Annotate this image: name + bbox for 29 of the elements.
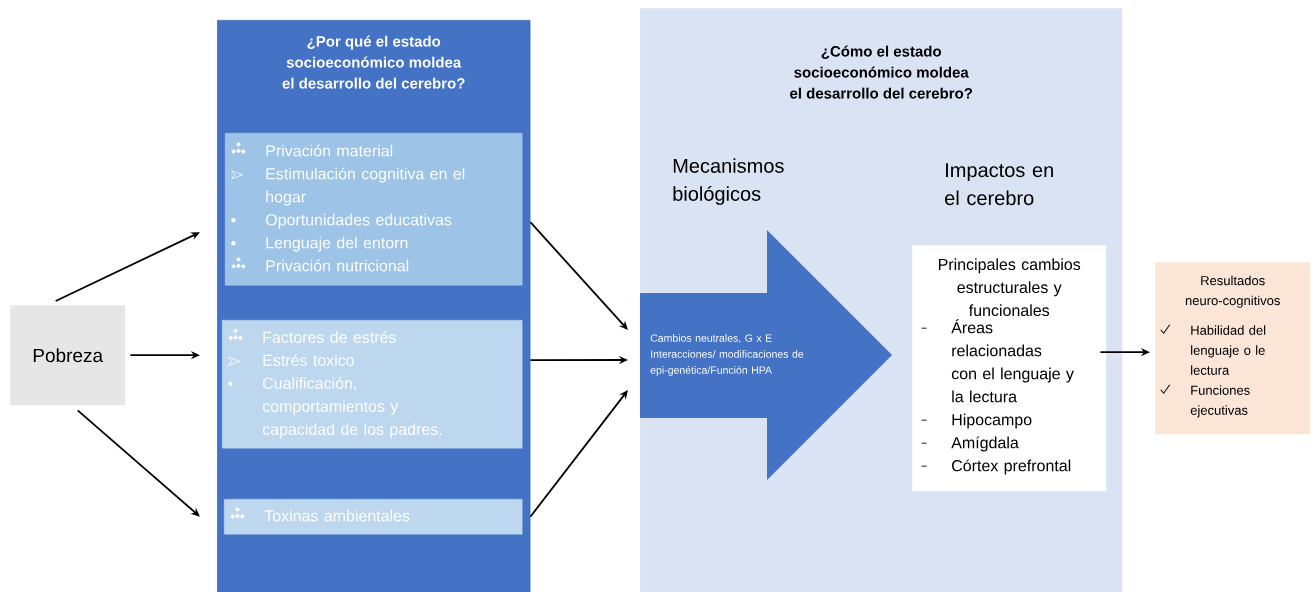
arrow: [529, 221, 628, 330]
column-heading: Mecanismos biológicos: [673, 158, 784, 205]
arrow: [76, 409, 200, 517]
outcome-box: [1155, 262, 1311, 435]
list-item: Funciones ejecutivas: [1190, 385, 1250, 418]
list-item: Privación nutricional: [266, 259, 409, 272]
box-heading: Resultados neuro-cognitivos: [1185, 275, 1280, 308]
poverty-box: Pobreza: [10, 305, 126, 406]
list-item: Habilidad del lenguaje o le lectura: [1191, 325, 1266, 375]
list-item: Toxinas ambientales: [264, 509, 410, 522]
list-item: Hipocampo: [952, 413, 1032, 429]
factor-box: [224, 499, 523, 535]
list-item: Oportunidades educativas: [265, 213, 452, 229]
list-item: Cualificación, comportamientos y capacidad de los padres.: [262, 377, 442, 439]
impact-box: [912, 245, 1107, 492]
list-item: Áreas relacionadas con el lenguaje y la lectura: [951, 319, 1074, 403]
column-heading: Impactos en el cerebro: [945, 163, 1053, 206]
box-heading: Principales cambios estructurales y funcionales: [938, 258, 1081, 317]
list-item: Lenguaje del entorn: [266, 236, 408, 252]
list-item: Córtex prefrontal: [952, 459, 1071, 475]
list-item: Privación material: [266, 144, 393, 157]
list-item: Factores de estrés: [263, 331, 396, 343]
factor-box: [222, 320, 523, 449]
factor-box: [225, 133, 523, 286]
list-item: Amígdala: [951, 436, 1019, 452]
list-item: Estimulación cognitiva en el hogar: [266, 167, 465, 206]
arrow: [54, 232, 200, 302]
list-item: Estrés toxico: [263, 354, 354, 366]
arrow: [529, 390, 628, 518]
